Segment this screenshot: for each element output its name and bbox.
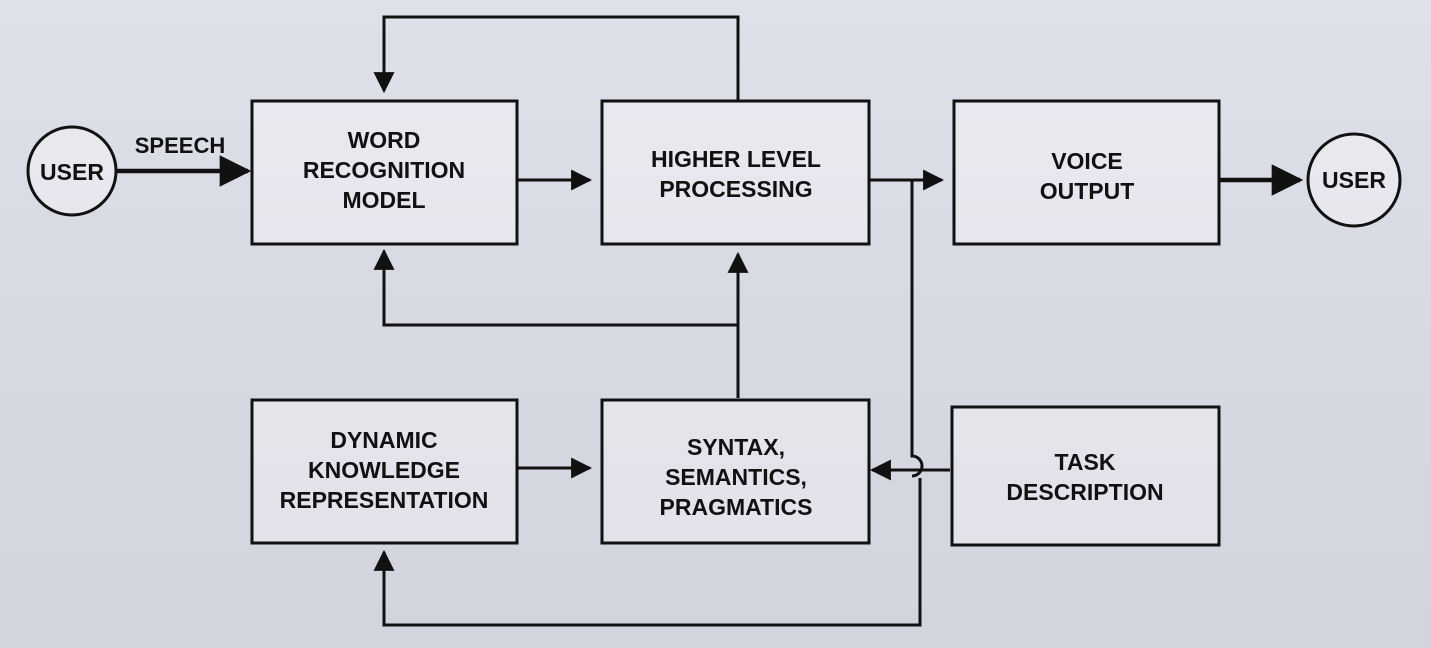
voice-output-line-2: OUTPUT [1040, 178, 1135, 204]
syntax-box: SYNTAX, SEMANTICS, PRAGMATICS [600, 398, 871, 545]
higher-to-task-line [910, 180, 924, 478]
syntax-line-2: SEMANTICS, [665, 464, 807, 490]
task-description-line-1: TASK [1055, 449, 1116, 475]
word-recognition-line-2: RECOGNITION [303, 157, 465, 183]
higher-level-box: HIGHER LEVEL PROCESSING [600, 99, 871, 246]
dynamic-knowledge-line-2: KNOWLEDGE [308, 457, 460, 483]
voice-output-box: VOICE OUTPUT [952, 99, 1221, 246]
dynamic-knowledge-line-3: REPRESENTATION [280, 487, 489, 513]
dynamic-knowledge-box: DYNAMIC KNOWLEDGE REPRESENTATION [250, 398, 519, 545]
word-recognition-box: WORD RECOGNITION MODEL [250, 99, 519, 246]
user-right-node: USER [1306, 132, 1402, 228]
voice-output-line-1: VOICE [1051, 148, 1123, 174]
word-recognition-line-3: MODEL [342, 187, 425, 213]
dynamic-knowledge-line-1: DYNAMIC [330, 427, 437, 453]
speech-label: SPEECH [135, 133, 225, 158]
top-feedback-loop [373, 15, 740, 100]
higher-level-line-2: PROCESSING [659, 176, 812, 202]
task-description-box: TASK DESCRIPTION [950, 405, 1221, 547]
bottom-feedback-loop [373, 478, 922, 627]
user-right-label: USER [1322, 167, 1386, 193]
syntax-line-1: SYNTAX, [687, 434, 785, 460]
syntax-line-3: PRAGMATICS [660, 494, 813, 520]
word-recognition-line-1: WORD [348, 127, 421, 153]
user-left-node: USER [26, 125, 118, 217]
higher-level-line-1: HIGHER LEVEL [651, 146, 821, 172]
syntax-to-word-arrow [373, 248, 738, 327]
user-left-label: USER [40, 159, 104, 185]
task-description-line-2: DESCRIPTION [1006, 479, 1163, 505]
